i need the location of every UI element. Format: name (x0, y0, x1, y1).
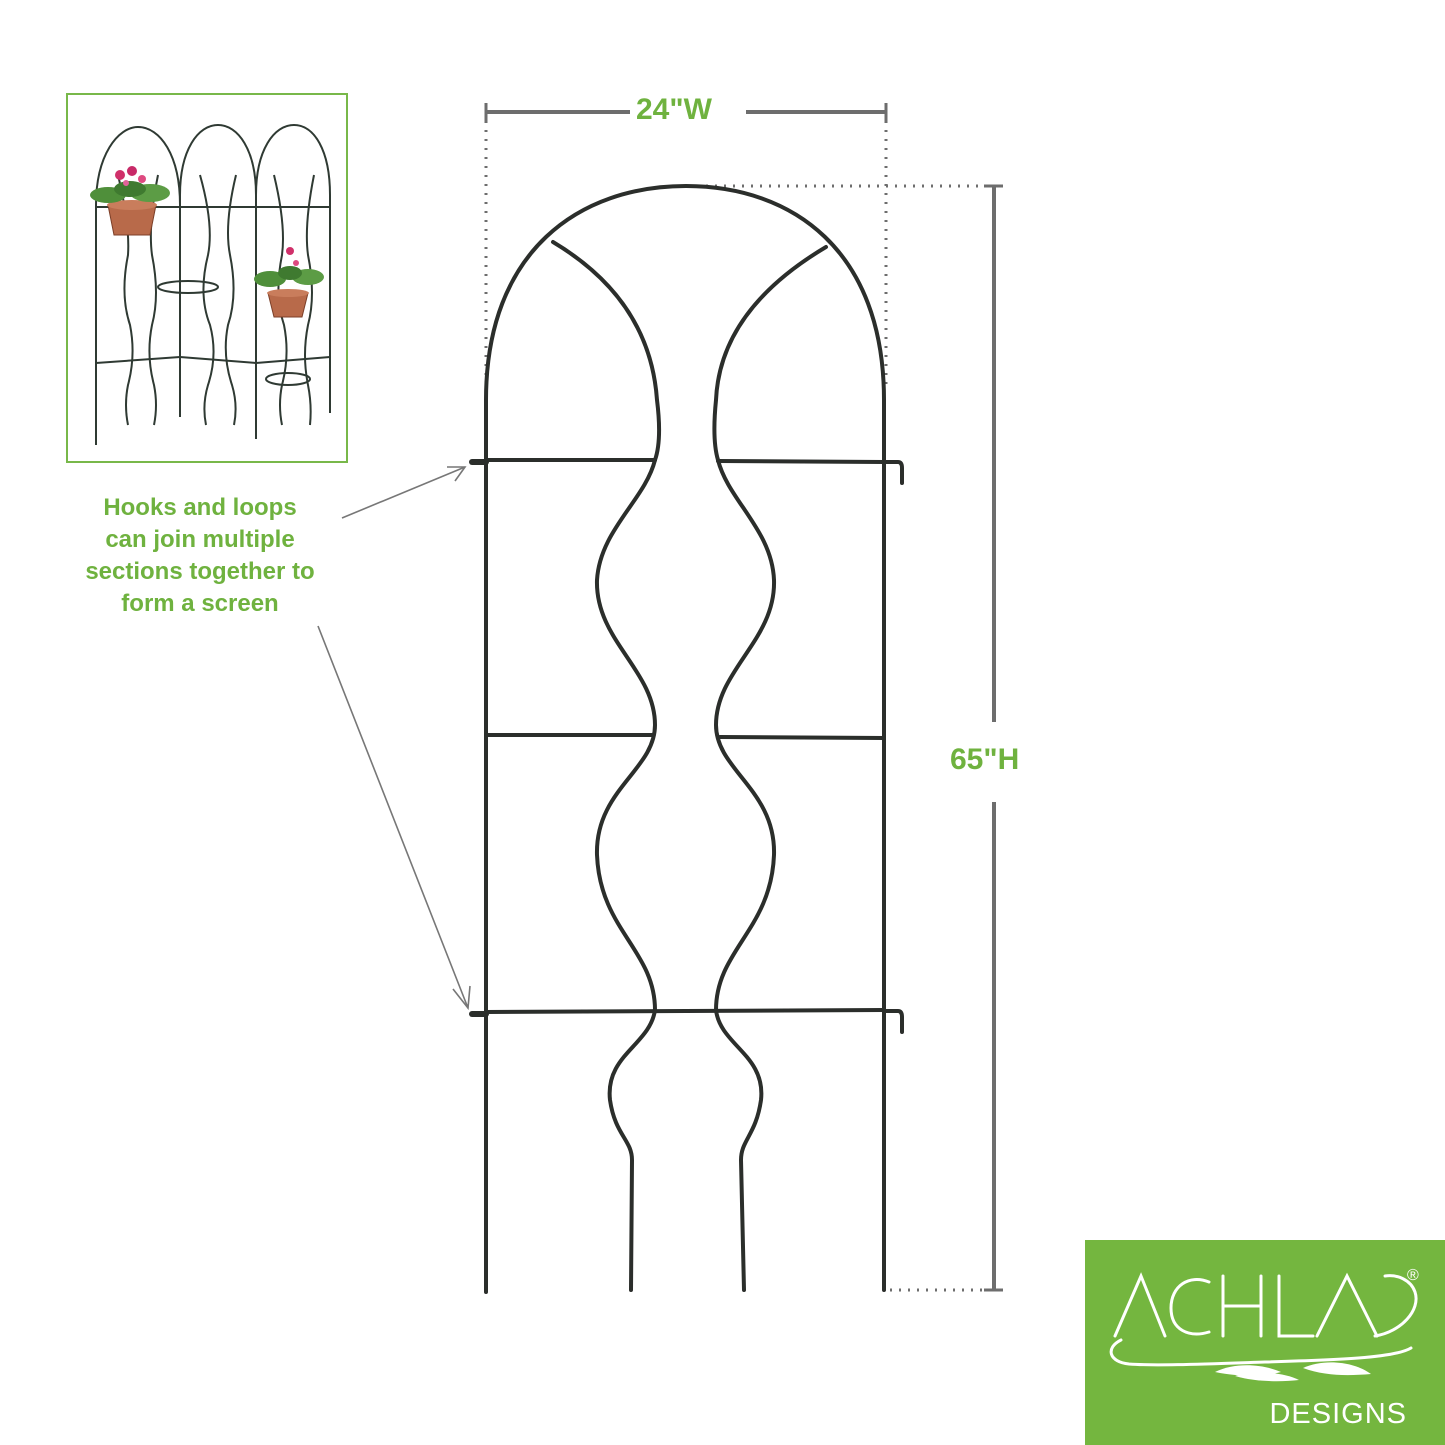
trellis-screen-with-flower-pots (90, 123, 331, 445)
width-label: 24"W (636, 93, 712, 126)
note-line: form a screen (121, 590, 279, 617)
hooks-loops-note: Hooks and loops can join multiple sectio… (55, 492, 345, 620)
registered-mark: ® (1407, 1267, 1419, 1284)
screen-thumbnail (66, 93, 348, 463)
note-line: can join multiple (105, 526, 295, 553)
achla-designs-logo: ® DESIGNS (1085, 1240, 1445, 1445)
width-dimension-line (484, 103, 888, 385)
wing-swoosh-icon (1215, 1362, 1371, 1382)
logo-designs-text: DESIGNS (1269, 1398, 1407, 1430)
height-label: 65"H (950, 743, 1020, 776)
flower-pot-icon (90, 166, 170, 236)
height-dimension-line (706, 184, 1003, 1292)
achla-logo-mark: ® (1109, 1267, 1419, 1382)
flower-pot-icon (254, 247, 324, 318)
annotation-arrows (317, 466, 471, 1011)
note-line: sections together to (85, 558, 315, 585)
note-line: Hooks and loops (103, 494, 297, 521)
trellis-panel (469, 184, 904, 1294)
